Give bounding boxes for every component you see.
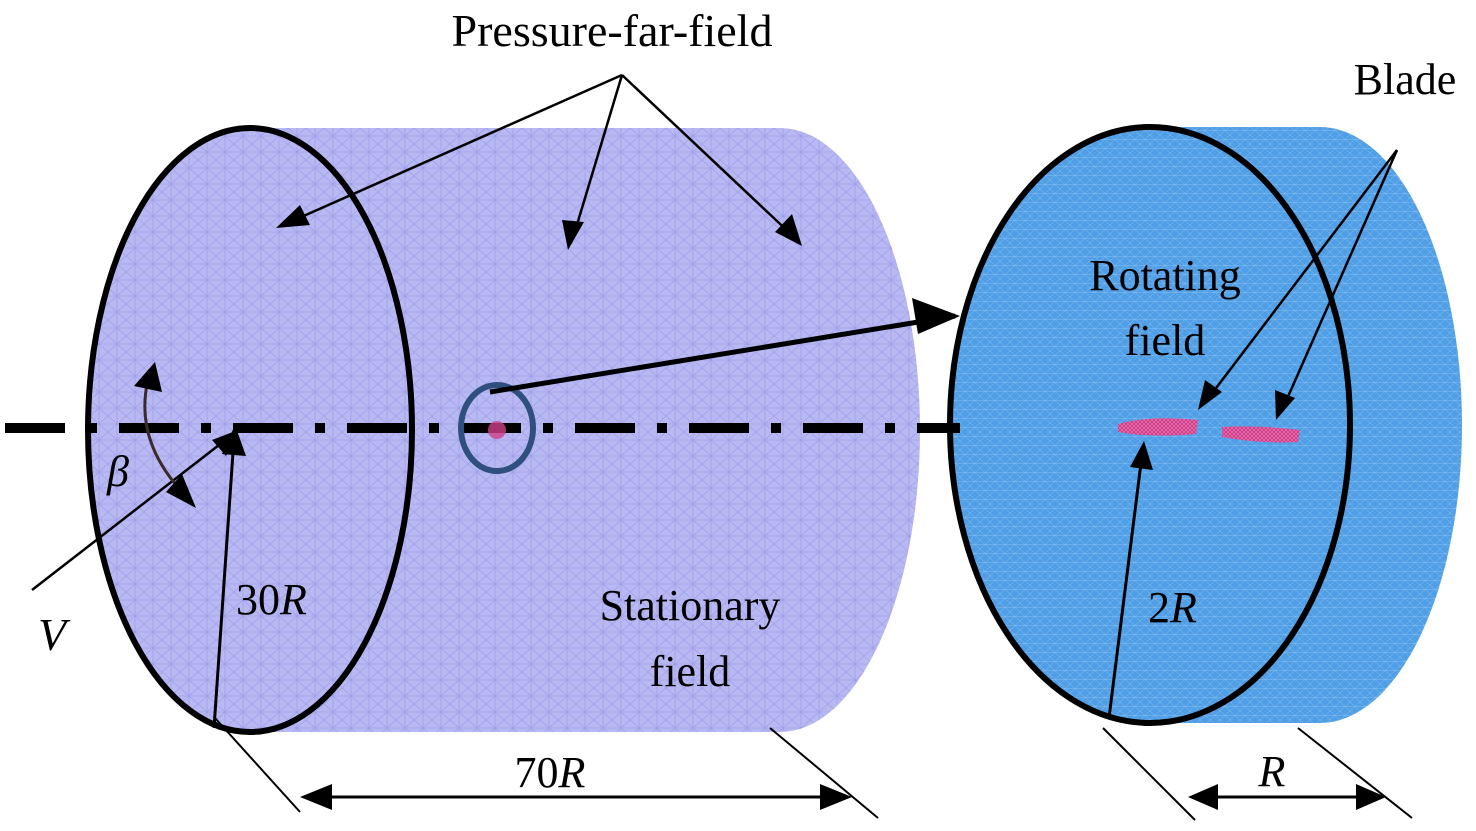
label-stationary-field-line2: field (650, 647, 731, 696)
pressure-far-field-arrowheads (276, 205, 802, 250)
label-stationary-field-line1: Stationary (600, 581, 781, 630)
zoom-indicator (458, 298, 960, 474)
length-dimension (214, 717, 879, 819)
width-dimension-arrowheads (1188, 784, 1386, 810)
angle-indicator (134, 362, 196, 508)
radius-inner-arrow (1107, 441, 1153, 719)
rotor-spot (488, 421, 506, 439)
label-radius-outer: 30R (236, 575, 307, 624)
length-dimension-arrowheads (300, 784, 852, 810)
label-rotating-field-line2: field (1125, 316, 1206, 365)
label-radius-inner: 2R (1148, 583, 1197, 632)
width-dimension (1102, 727, 1413, 821)
blade-arrows (1206, 149, 1399, 409)
blade-arrowheads (1198, 380, 1295, 420)
label-velocity: V (38, 609, 71, 660)
blade-left (1118, 418, 1198, 436)
blade-right (1222, 426, 1300, 443)
label-angle: β (106, 447, 129, 496)
zoom-pointer-head (912, 298, 960, 334)
zoom-circle (458, 382, 536, 474)
label-pressure-far-field: Pressure-far-field (452, 5, 773, 56)
rotating-field-cylinder (947, 124, 1462, 726)
label-rotating-field-line1: Rotating (1089, 251, 1241, 300)
velocity-vector (31, 430, 238, 591)
zoom-pointer-arrow (489, 313, 956, 395)
label-width: R (1258, 747, 1286, 796)
label-blade: Blade (1354, 55, 1457, 104)
pressure-far-field-arrows (289, 73, 796, 239)
label-length: 70R (515, 748, 586, 797)
